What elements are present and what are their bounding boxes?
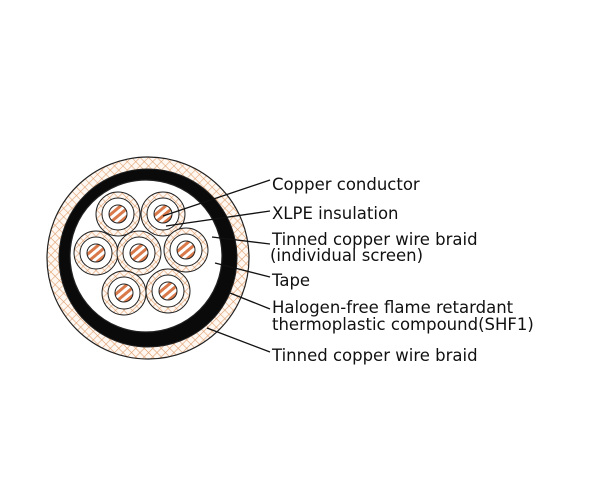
core-left bbox=[73, 230, 119, 276]
label-individual-screen-line2: (individual screen) bbox=[270, 246, 423, 265]
leader-individual-screen bbox=[211, 236, 271, 245]
leader-tape bbox=[214, 262, 271, 278]
label-copper-conductor: Copper conductor bbox=[272, 175, 420, 194]
leader-copper-conductor bbox=[162, 179, 271, 217]
label-sheath-line1: Halogen-free flame retardant bbox=[272, 298, 514, 317]
label-outer-braid: Tinned copper wire braid bbox=[271, 346, 478, 365]
cable-body bbox=[46, 156, 250, 360]
label-individual-screen-line1: Tinned copper wire braid bbox=[271, 230, 478, 249]
leader-outer-braid bbox=[206, 327, 271, 353]
leader-sheath bbox=[229, 292, 271, 310]
core-right bbox=[163, 227, 209, 273]
core-bottom-left bbox=[101, 270, 147, 316]
leader-lines bbox=[162, 179, 271, 353]
labels: Copper conductor XLPE insulation Tinned … bbox=[270, 175, 534, 365]
label-sheath-line2: thermoplastic compound(SHF1) bbox=[272, 315, 534, 334]
label-tape: Tape bbox=[271, 271, 310, 290]
label-xlpe-insulation: XLPE insulation bbox=[272, 204, 399, 223]
core-bottom-right bbox=[145, 268, 191, 314]
core-center bbox=[116, 230, 162, 276]
leader-xlpe-insulation bbox=[165, 210, 271, 227]
core-top-left bbox=[95, 191, 141, 237]
